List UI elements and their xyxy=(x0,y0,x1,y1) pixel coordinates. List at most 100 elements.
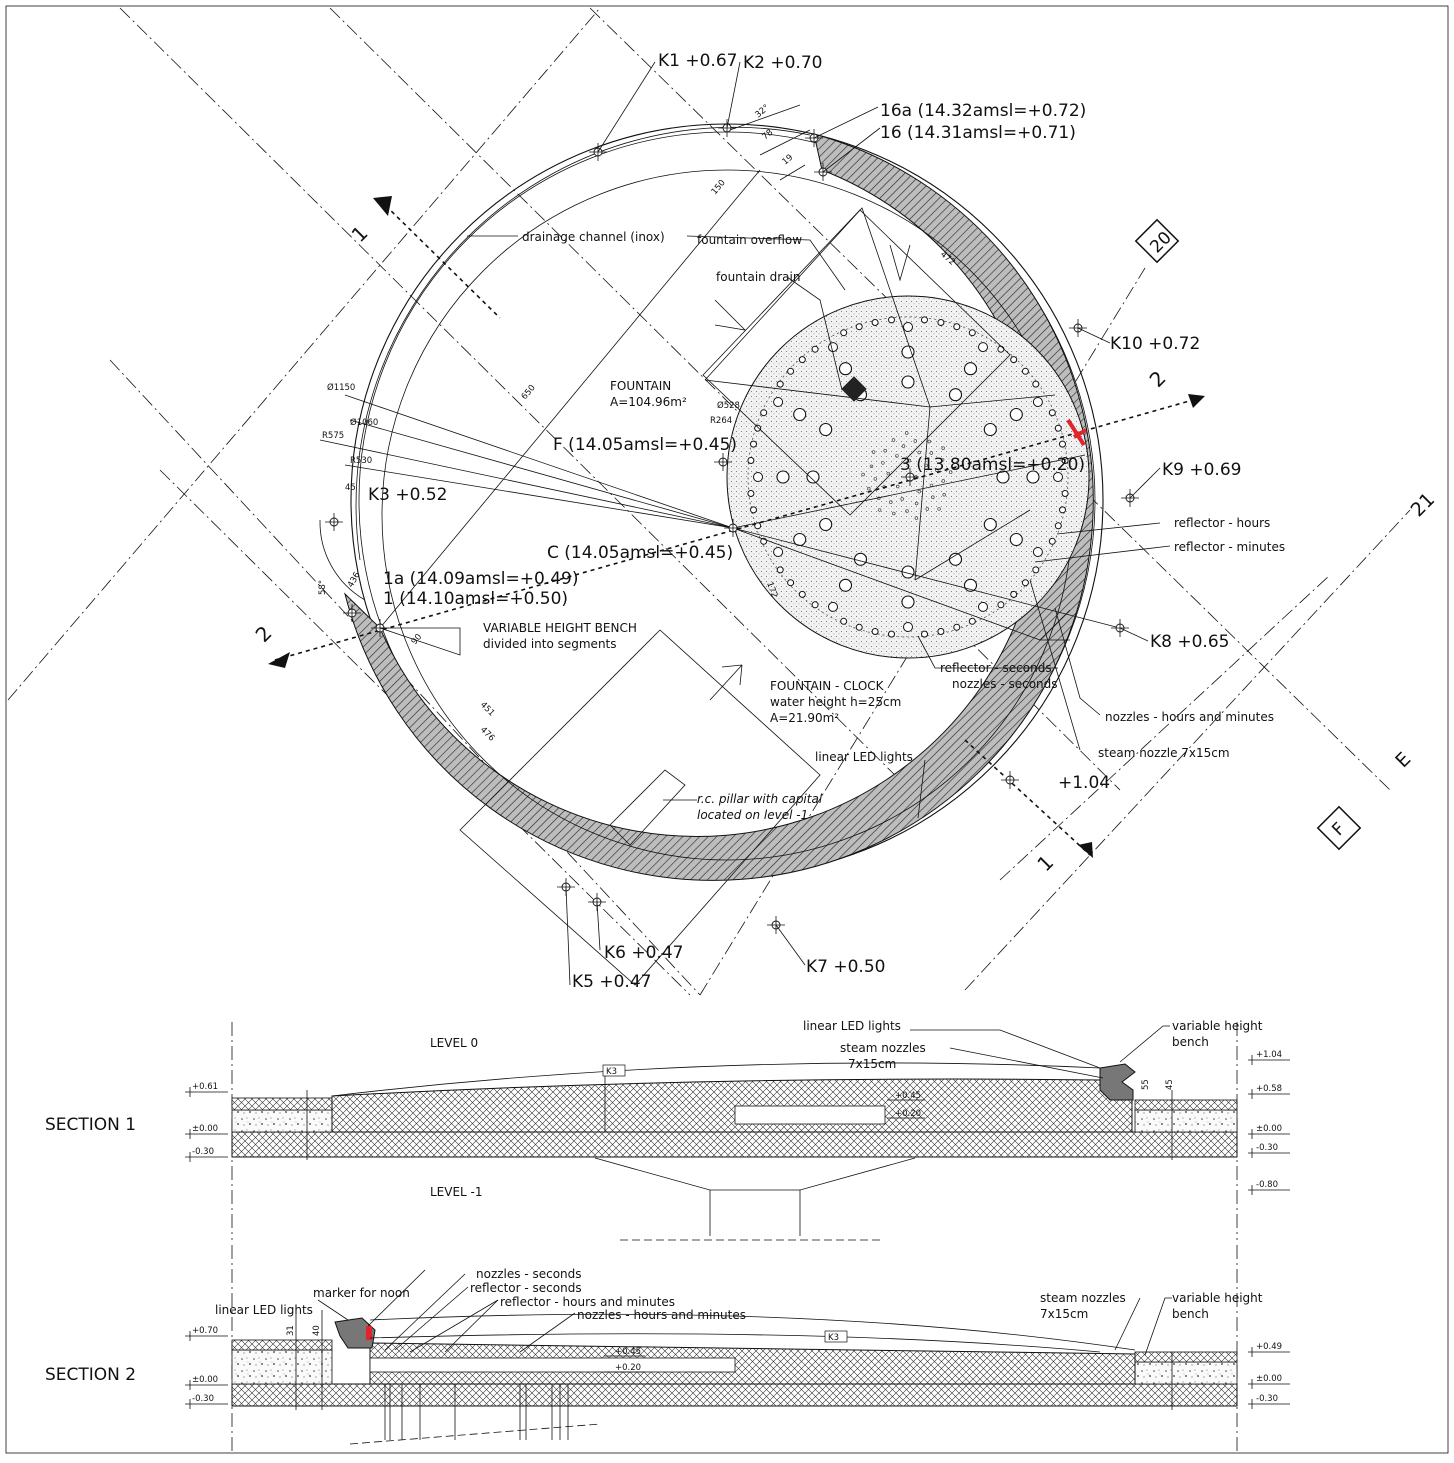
drawing-label: steam nozzles xyxy=(840,1041,926,1055)
drawing-label: 7x15cm xyxy=(1040,1307,1088,1321)
nozzle xyxy=(978,342,988,353)
drawing-label: 78 xyxy=(761,128,776,143)
reflector xyxy=(838,578,853,592)
center-jet xyxy=(941,446,945,450)
nozzle xyxy=(811,345,819,353)
drawing-label: -0.30 xyxy=(1256,1143,1278,1153)
nozzle xyxy=(888,630,895,638)
nozzle xyxy=(1061,490,1069,497)
center-jet xyxy=(895,484,900,489)
nozzle xyxy=(828,342,838,353)
center-jet xyxy=(937,507,941,511)
nozzle xyxy=(888,316,895,324)
drawing-label: nozzles - hours and minutes xyxy=(1105,710,1274,724)
nozzle xyxy=(776,380,784,388)
nozzle xyxy=(798,356,806,364)
reflector xyxy=(901,595,915,609)
nozzle xyxy=(750,440,757,448)
nozzle xyxy=(840,617,848,625)
nozzle xyxy=(937,319,945,326)
reflector xyxy=(963,362,978,376)
nozzle xyxy=(811,601,819,609)
center-jet xyxy=(929,451,933,455)
drawing-label: 2 xyxy=(251,621,277,647)
drawing-label: -0.80 xyxy=(1256,1180,1278,1190)
nozzle xyxy=(747,457,755,464)
center-jet xyxy=(881,461,885,465)
reflector xyxy=(819,422,833,437)
drawing-label: ±0.00 xyxy=(192,1375,218,1385)
center-jet xyxy=(907,458,912,463)
reflector xyxy=(983,517,997,532)
center-jet xyxy=(877,508,882,512)
reflector xyxy=(819,517,833,532)
nozzle xyxy=(1032,397,1043,407)
drawing-label: +0.45 xyxy=(895,1091,921,1101)
drawing-label: 19 xyxy=(781,153,796,168)
reflector xyxy=(983,422,997,437)
point-label-pf: F (14.05amsl=+0.45) xyxy=(553,435,737,455)
nozzle xyxy=(1054,522,1062,530)
section2-slab xyxy=(231,1383,1238,1407)
drawing-label: -0.30 xyxy=(192,1394,214,1404)
drawing-label: +0.20 xyxy=(895,1109,921,1119)
reflector xyxy=(1009,532,1023,547)
drawing-label: steam nozzles xyxy=(1040,1291,1126,1305)
drawing-label: 21 xyxy=(1407,489,1440,522)
point-label-k1: K1 +0.67 xyxy=(658,51,737,71)
reflector xyxy=(806,470,820,484)
center-jet xyxy=(900,497,904,501)
point-label-k10: K10 +0.72 xyxy=(1110,334,1200,354)
point-label-p16: 16 (14.31amsl=+0.71) xyxy=(880,123,1076,143)
nozzle xyxy=(747,490,755,497)
point-label-p16a: 16a (14.32amsl=+0.72) xyxy=(880,101,1086,121)
drawing-label: Ø528 xyxy=(717,400,740,411)
section-2 xyxy=(185,1245,1290,1455)
drawing-label: +0.49 xyxy=(1256,1342,1282,1352)
nozzle xyxy=(1053,472,1063,482)
reflector xyxy=(948,388,963,402)
section-2-labels: SECTION 2 K3 nozzles - seconds reflector… xyxy=(45,1267,1282,1404)
drawing-label: water height h=25cm xyxy=(770,695,901,709)
drawing-label: reflector - minutes xyxy=(1174,540,1285,554)
drawing-label: FOUNTAIN xyxy=(610,379,671,393)
drawing-label: 150 xyxy=(710,178,728,197)
center-jet xyxy=(913,439,917,443)
drawing-label: linear LED lights xyxy=(815,750,913,764)
center-jet xyxy=(914,516,919,520)
nozzle xyxy=(871,319,879,326)
drawing-label: R530 xyxy=(350,456,372,466)
drawing-label: 40 xyxy=(312,1325,322,1336)
drawing-label: divided into segments xyxy=(483,637,617,651)
nozzle xyxy=(798,590,806,598)
nozzle xyxy=(773,397,784,407)
sheet-border xyxy=(5,5,1449,1454)
plan-labels: K1 +0.67 K2 +0.70 16a (14.32amsl=+0.72) … xyxy=(251,51,1440,992)
reflector xyxy=(776,470,790,484)
drawing-label: fountain drain xyxy=(716,270,800,284)
drawing-label: 45 xyxy=(345,483,356,493)
nozzle xyxy=(1021,367,1029,375)
center-jet xyxy=(889,500,893,504)
section-1 xyxy=(185,1022,1290,1241)
nozzle xyxy=(937,628,945,635)
nozzle xyxy=(1032,547,1043,557)
reflector xyxy=(853,552,868,566)
drawing-label: 436 xyxy=(346,570,363,589)
drawing-label: nozzles - seconds xyxy=(952,677,1058,691)
section-1-labels: SECTION 1 LEVEL 0 LEVEL -1 K3 linear LED… xyxy=(45,1019,1282,1199)
drawing-label: 2 xyxy=(1145,366,1171,392)
drawing-label: bench xyxy=(1172,1307,1209,1321)
drawing-label: +1.04 xyxy=(1256,1050,1282,1060)
reflector xyxy=(793,407,807,422)
drawing-label: 476 xyxy=(478,725,497,744)
nozzle xyxy=(921,316,928,324)
drain-square xyxy=(841,376,867,402)
nozzle xyxy=(760,409,768,417)
nozzle xyxy=(1032,566,1040,574)
center-jet xyxy=(940,458,945,462)
nozzle xyxy=(997,345,1005,353)
drawing-label: FOUNTAIN - CLOCK xyxy=(770,679,885,693)
drawing-label: fountain overflow xyxy=(697,233,802,247)
